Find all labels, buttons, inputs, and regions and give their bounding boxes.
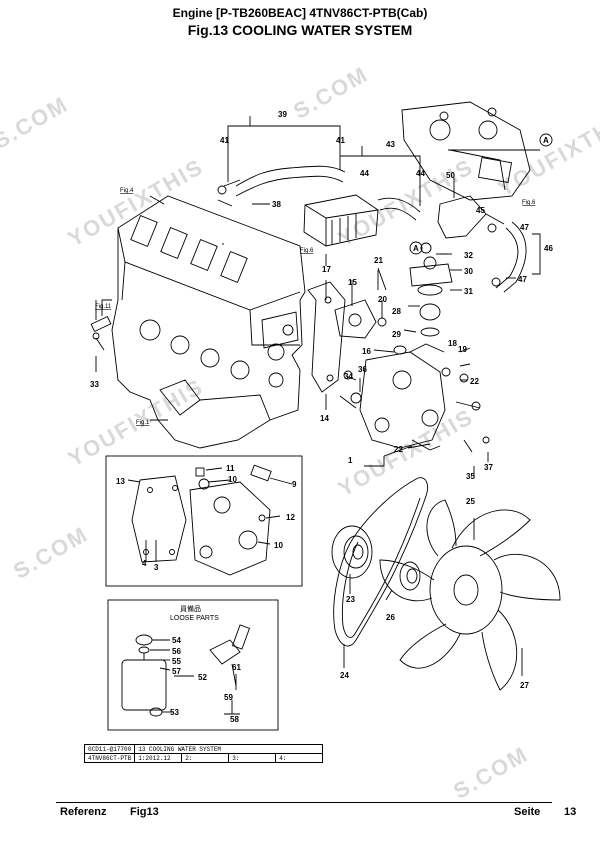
footer-divider xyxy=(56,802,552,803)
callout: 39 xyxy=(278,110,287,119)
ref-fig6-right: Fig.6 xyxy=(522,200,536,206)
engine-model-header: Engine [P-TB260BEAC] 4TNV86CT-PTB(Cab) xyxy=(172,6,428,20)
cooling-fan-drawing xyxy=(379,499,561,691)
callout: 34 xyxy=(344,372,353,381)
callout-numbers: 39 41 41 43 44 44 50 38 45 47 46 47 32 3… xyxy=(90,110,553,724)
callout: 45 xyxy=(476,206,485,215)
ref-fig1: Fig.1 xyxy=(136,420,150,426)
callout: 41 xyxy=(220,136,229,145)
callout: 17 xyxy=(322,265,331,274)
callout: 36 xyxy=(358,365,367,374)
callout: 21 xyxy=(374,256,383,265)
callout: 44 xyxy=(360,169,369,178)
callout: 50 xyxy=(446,171,455,180)
callout: 15 xyxy=(348,278,357,287)
callout: 56 xyxy=(172,647,181,656)
callout: 55 xyxy=(172,657,181,666)
callout: 14 xyxy=(320,414,329,423)
title-block-desc: 13 COOLING WATER SYSTEM xyxy=(134,744,324,754)
callout: 47 xyxy=(520,223,529,232)
callout: 12 xyxy=(286,513,295,522)
callout: 47 xyxy=(518,275,527,284)
callout: 16 xyxy=(362,347,371,356)
figure-title: Fig.13 COOLING WATER SYSTEM xyxy=(187,22,413,38)
callout: 22 xyxy=(470,377,479,386)
callout: 61 xyxy=(232,663,241,672)
callout: 38 xyxy=(272,200,281,209)
callout: 24 xyxy=(340,671,349,680)
loose-parts-label: LOOSE PARTS xyxy=(170,615,219,622)
callout: 13 xyxy=(116,477,125,486)
footer-page-number: 13 xyxy=(564,806,577,818)
callout: 33 xyxy=(90,380,99,389)
callout: 11 xyxy=(226,464,235,473)
callout: 30 xyxy=(464,267,473,276)
callout: 4 xyxy=(142,559,147,568)
callout: 10 xyxy=(274,541,283,550)
callout: 29 xyxy=(392,330,401,339)
callout: 25 xyxy=(466,497,475,506)
callout: 27 xyxy=(520,681,529,690)
callout: 46 xyxy=(544,244,553,253)
marker-a-mid: A xyxy=(413,244,419,253)
title-block: 0CD11-@17700 13 COOLING WATER SYSTEM 4TN… xyxy=(83,744,324,763)
callout: 32 xyxy=(464,251,473,260)
callout: 23 xyxy=(346,595,355,604)
ref-fig4: Fig.4 xyxy=(120,188,134,194)
callout: 37 xyxy=(484,463,493,472)
title-block-model: 4TNV86CT-PTB xyxy=(83,753,136,763)
callout: 35 xyxy=(466,472,475,481)
callout: 41 xyxy=(336,136,345,145)
callout: 57 xyxy=(172,667,181,676)
footer-page-label: Seite xyxy=(514,806,541,818)
callout: 43 xyxy=(386,140,395,149)
callout: 9 xyxy=(292,480,297,489)
callout: 59 xyxy=(224,693,233,702)
callout: 54 xyxy=(172,636,181,645)
loose-parts-jp: 員備品 xyxy=(180,604,201,613)
engine-block-drawing xyxy=(111,195,306,449)
callout: 44 xyxy=(416,169,425,178)
marker-a-top: A xyxy=(543,136,549,145)
title-block-rev2: 2: xyxy=(181,753,230,763)
callout: 3 xyxy=(154,563,159,572)
callout: 10 xyxy=(228,475,237,484)
footer-fig: Fig13 xyxy=(130,806,159,818)
callout: 28 xyxy=(392,307,401,316)
callout: 53 xyxy=(170,708,179,717)
callout: 58 xyxy=(230,715,239,724)
ref-fig11: Fig.11 xyxy=(95,304,112,310)
callout: 52 xyxy=(198,673,207,682)
callout: 26 xyxy=(386,613,395,622)
callout: 20 xyxy=(378,295,387,304)
callout: 19 xyxy=(458,345,467,354)
footer-ref-label: Referenz xyxy=(60,806,107,818)
title-block-rev1: 1:2012.12 xyxy=(134,753,183,763)
callout: 1 xyxy=(348,456,353,465)
ref-fig6-mid: Fig.6 xyxy=(300,248,314,254)
callout: 18 xyxy=(448,339,457,348)
callout: 22 xyxy=(394,445,403,454)
title-block-rev3: 3: xyxy=(228,753,277,763)
callout: 31 xyxy=(464,287,473,296)
title-block-code: 0CD11-@17700 xyxy=(83,744,136,754)
title-block-rev4: 4: xyxy=(275,753,324,763)
